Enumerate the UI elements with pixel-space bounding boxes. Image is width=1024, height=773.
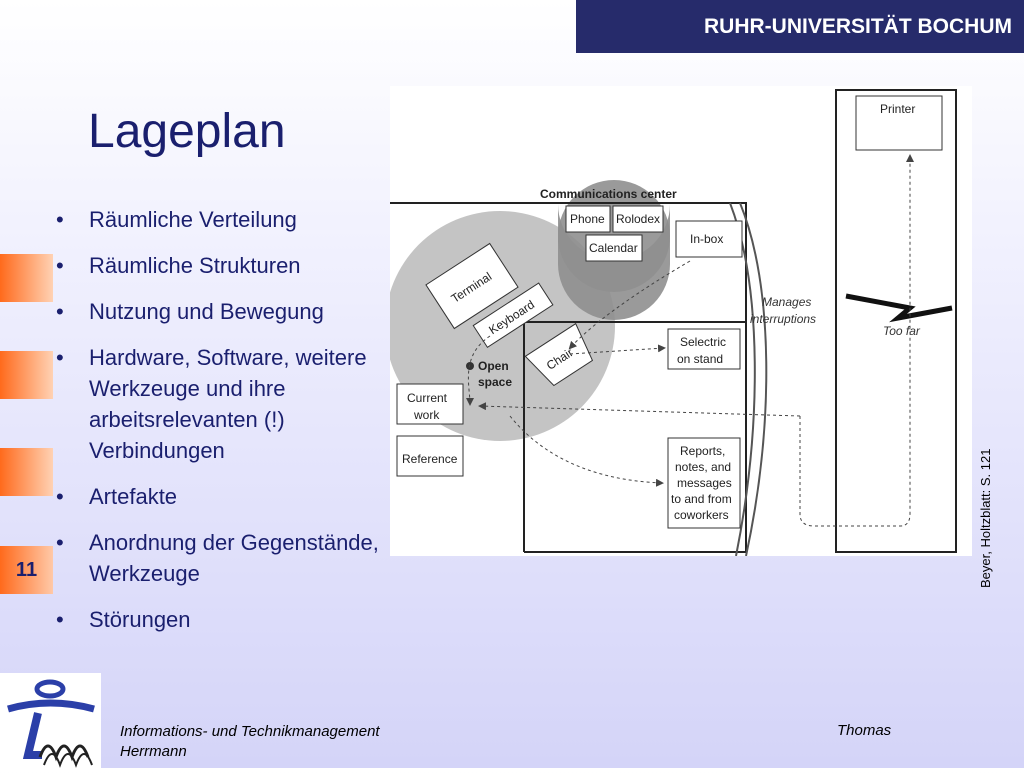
terminal-box: [425, 242, 519, 330]
bullet-item: Räumliche Verteilung: [52, 204, 382, 235]
current-label: Current: [407, 391, 448, 405]
on-stand-label: on stand: [677, 352, 723, 366]
reports-box: [667, 437, 741, 529]
institute-logo: [0, 673, 101, 768]
flow-arrow: [569, 344, 666, 355]
calendar-label: Calendar: [589, 241, 638, 255]
page-number: 11: [0, 546, 53, 594]
flow-arrow: [478, 402, 801, 417]
page-number-text: 11: [15, 558, 38, 581]
side-accent-mark: [0, 448, 53, 496]
manages-label: Manages: [762, 295, 811, 309]
flow-arrow: [509, 415, 664, 487]
chair-shape: [524, 322, 594, 387]
selectric-label: Selectric: [680, 335, 726, 349]
footer-author-surname: Herrmann: [120, 743, 187, 760]
flow-arrow: [465, 335, 491, 406]
reports-line: notes, and: [675, 460, 731, 474]
slide-title: Lageplan: [88, 105, 286, 158]
selectric-box: [667, 328, 741, 370]
too-far-break-mark: [845, 293, 953, 323]
university-banner: RUHR-UNIVERSITÄT BOCHUM: [576, 0, 1024, 53]
bullet-item: Räumliche Strukturen: [52, 250, 382, 281]
bullet-item: Nutzung und Bewegung: [52, 296, 382, 327]
printer-label: Printer: [880, 102, 915, 116]
inbox-box: [675, 220, 743, 258]
reports-line: Reports,: [680, 444, 725, 458]
university-name: RUHR-UNIVERSITÄT BOCHUM: [704, 14, 1012, 38]
corridor-walls: [835, 89, 957, 553]
footer-course-name: Informations- und Technikmanagement: [120, 723, 380, 740]
phone-label: Phone: [570, 212, 605, 226]
floor-plan-figure: Communications center Phone Rolodex Cale…: [390, 86, 972, 556]
current-work-box: [396, 383, 464, 425]
footer-course: Informations- und Technikmanagement Herr…: [120, 722, 380, 762]
side-accent-mark: [0, 254, 53, 302]
inbox-label: In-box: [690, 232, 723, 246]
bullet-item: Hardware, Software, weitere Werkzeuge un…: [52, 342, 382, 466]
side-accent-mark: [0, 351, 53, 399]
open-label: Open: [478, 359, 509, 373]
work-label: work: [413, 408, 440, 422]
reference-label: Reference: [402, 452, 458, 466]
communications-center-label: Communications center: [540, 187, 677, 201]
phone-box: [565, 205, 611, 233]
bullet-item: Störungen: [52, 604, 382, 635]
bullet-item: Anordnung der Gegenstände, Werkzeuge: [52, 527, 382, 589]
rolodex-box: [612, 205, 664, 233]
calendar-box: [585, 234, 643, 262]
reference-box: [396, 435, 464, 477]
reports-line: coworkers: [674, 508, 729, 522]
floor-plan-drawing: Communications center Phone Rolodex Cale…: [390, 89, 957, 556]
footer-author-firstname: Thomas: [837, 722, 892, 739]
too-far-label: Too far: [883, 324, 921, 338]
source-credit: Beyer, Holtzblatt: S. 121: [978, 448, 993, 588]
rolodex-label: Rolodex: [616, 212, 660, 226]
flow-arrow-to-printer: [799, 154, 914, 527]
printer-box: [855, 95, 943, 151]
reports-line: messages: [677, 476, 732, 490]
space-label: space: [478, 375, 512, 389]
interruptions-label: interruptions: [750, 312, 816, 326]
bullet-item: Artefakte: [52, 481, 382, 512]
reports-line: to and from: [671, 492, 732, 506]
bullet-list: Räumliche Verteilung Räumliche Strukture…: [52, 204, 382, 650]
keyboard-box: [472, 282, 554, 349]
open-space-dot: [466, 362, 474, 370]
logo-icon: [7, 679, 95, 768]
door-curve: [739, 202, 768, 556]
